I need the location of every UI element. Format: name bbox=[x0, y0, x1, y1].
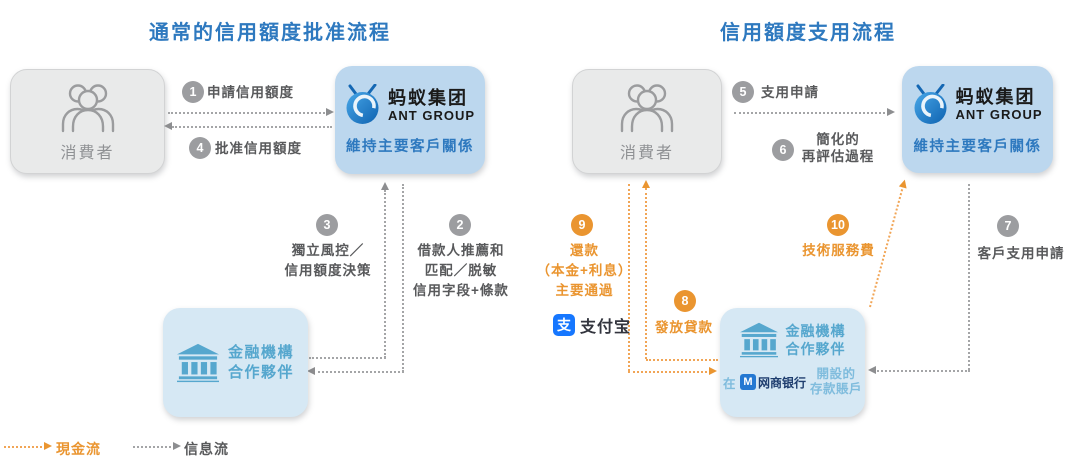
flow3-hline bbox=[309, 357, 386, 359]
step7-badge: 7 bbox=[997, 215, 1019, 237]
ant-group-logo: 蚂蚁集团 ANT GROUP bbox=[345, 84, 475, 126]
legend-info-line bbox=[133, 446, 175, 448]
right-consumer-box: 消費者 bbox=[572, 69, 722, 174]
ant-icon bbox=[914, 83, 946, 124]
step2-label: 借款人推薦和 匹配／脱敏 信用字段+條款 bbox=[413, 243, 509, 298]
flow7-hline bbox=[874, 370, 970, 372]
step1-label: 申請信用額度 bbox=[207, 85, 294, 100]
consumers-icon bbox=[61, 83, 114, 132]
mybank-icon: M bbox=[739, 374, 756, 390]
flow5-line bbox=[734, 112, 889, 114]
left-consumer-label: 消費者 bbox=[60, 144, 115, 162]
legend-cash-label: 現金流 bbox=[56, 441, 101, 457]
account-line1: 開設的 bbox=[816, 367, 856, 381]
account-line2: 存款賬戶 bbox=[810, 382, 863, 396]
account-prefix: 在 bbox=[722, 376, 736, 391]
flow1-arrowhead bbox=[326, 108, 334, 116]
step5-badge: 5 bbox=[732, 81, 754, 103]
step8-label: 發放貸款 bbox=[655, 320, 713, 335]
flow2-vline bbox=[402, 184, 404, 372]
ant-brand-cn: 蚂蚁集团 bbox=[388, 87, 468, 108]
alipay-label: 支付宝 bbox=[580, 319, 632, 336]
alipay-icon: 支 bbox=[553, 314, 575, 336]
right-bank-line2: 合作夥伴 bbox=[785, 341, 846, 357]
flow9-arrowhead bbox=[709, 367, 717, 375]
right-bank-box: 金融機構 合作夥伴 在 M 网商银行 開設的 存款賬戶 bbox=[720, 308, 865, 417]
step5-label: 支用申請 bbox=[761, 85, 819, 100]
left-consumer-box: 消費者 bbox=[10, 69, 165, 174]
flow4-line bbox=[172, 126, 332, 128]
flow5-arrowhead bbox=[887, 108, 895, 116]
ant-brand-en: ANT GROUP bbox=[388, 107, 475, 123]
flow7-arrowhead bbox=[868, 366, 876, 374]
flow1-line bbox=[168, 112, 328, 114]
left-bank-line2: 合作夥伴 bbox=[227, 363, 294, 381]
legend-info-arrowhead bbox=[173, 442, 181, 450]
right-bank-line1: 金融機構 bbox=[785, 323, 846, 339]
flow8-arrowhead bbox=[642, 180, 650, 188]
step6-label: 簡化的 再評估過程 bbox=[801, 132, 875, 164]
ant-icon bbox=[346, 84, 379, 124]
flow9-vline bbox=[628, 184, 630, 371]
step3-label: 獨立風控／ 信用額度決策 bbox=[284, 243, 372, 278]
flow2-arrowhead bbox=[307, 367, 315, 375]
flow9-hline bbox=[628, 371, 711, 373]
step2-badge: 2 bbox=[449, 214, 471, 236]
right-ant-caption: 維持主要客戶關係 bbox=[913, 138, 1042, 155]
flow3-vline bbox=[384, 190, 386, 358]
step8-badge: 8 bbox=[674, 290, 696, 312]
mybank-logo: M 网商银行 bbox=[739, 374, 806, 391]
mybank-label: 网商银行 bbox=[757, 375, 806, 390]
step10-label: 技術服務費 bbox=[802, 243, 875, 258]
flow10-arrowhead bbox=[898, 178, 909, 189]
left-flow-title: 通常的信用額度批准流程 bbox=[149, 22, 391, 44]
step9-label: 還款 （本金+利息） 主要通過 bbox=[536, 243, 633, 298]
step3-badge: 3 bbox=[316, 214, 338, 236]
right-consumer-label: 消費者 bbox=[619, 144, 674, 162]
bank-icon bbox=[176, 343, 219, 382]
consumers-icon bbox=[620, 83, 674, 132]
step9-badge: 9 bbox=[571, 214, 593, 236]
legend-cash-arrowhead bbox=[44, 442, 52, 450]
flow3-arrowhead bbox=[381, 182, 389, 190]
mybank-account-note: 在 M 网商银行 開設的 存款賬戶 bbox=[720, 367, 865, 397]
legend-cash-line bbox=[4, 446, 46, 448]
step10-badge: 10 bbox=[827, 214, 849, 236]
left-ant-caption: 維持主要客戶關係 bbox=[346, 139, 474, 155]
legend-info-label: 信息流 bbox=[184, 441, 229, 457]
ant-brand-en: ANT GROUP bbox=[955, 107, 1043, 122]
alipay-logo: 支 支付宝 bbox=[553, 313, 631, 337]
step6-badge: 6 bbox=[772, 139, 794, 161]
step4-label: 批准信用額度 bbox=[215, 141, 302, 156]
step7-label: 客戶支用申請 bbox=[977, 246, 1065, 261]
ant-brand-cn: 蚂蚁集团 bbox=[955, 87, 1036, 107]
flow4-arrowhead bbox=[164, 122, 172, 130]
flow8-hline bbox=[646, 359, 718, 361]
ant-group-logo: 蚂蚁集团 ANT GROUP bbox=[913, 83, 1043, 126]
right-flow-title: 信用額度支用流程 bbox=[720, 22, 896, 44]
flow8-vline bbox=[645, 188, 647, 359]
left-bank-box: 金融機構 合作夥伴 bbox=[163, 308, 308, 417]
step1-badge: 1 bbox=[182, 81, 204, 103]
flow7-vline bbox=[968, 184, 970, 370]
flow2-hline bbox=[313, 371, 404, 373]
step4-badge: 4 bbox=[189, 137, 211, 159]
bank-icon bbox=[739, 322, 778, 358]
left-ant-group-box: 蚂蚁集团 ANT GROUP 維持主要客戶關係 bbox=[335, 66, 485, 174]
right-ant-group-box: 蚂蚁集团 ANT GROUP 維持主要客戶關係 bbox=[902, 66, 1053, 173]
left-bank-line1: 金融機構 bbox=[227, 343, 294, 361]
